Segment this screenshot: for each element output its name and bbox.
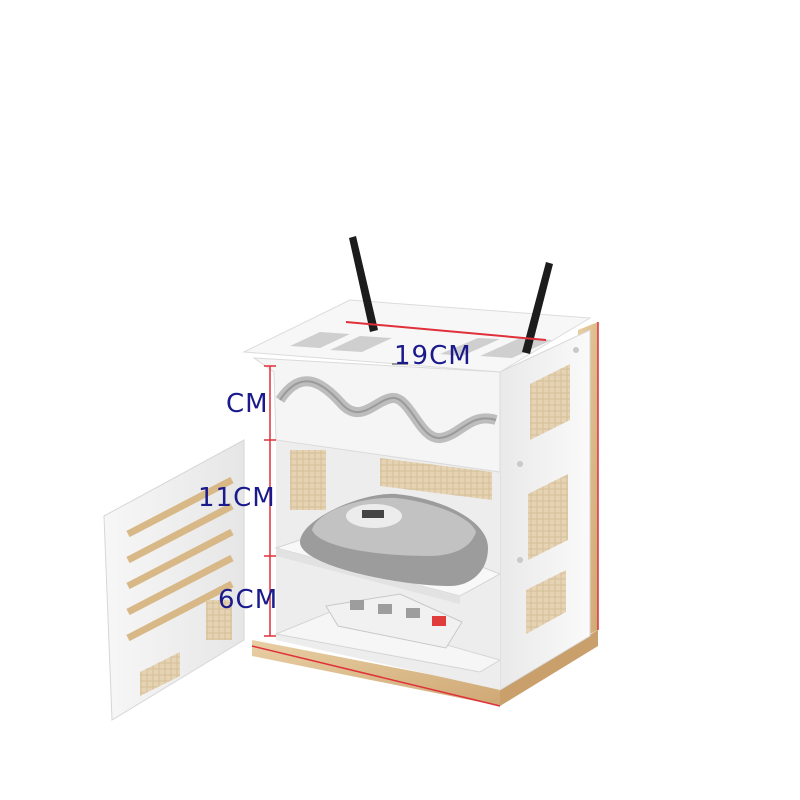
middle-height-label: 11CM — [198, 483, 276, 513]
dimension-lines — [251, 321, 599, 707]
bottom-height-label: 6CM — [218, 585, 278, 615]
top-height-label: CM — [226, 389, 269, 419]
top-surface — [242, 299, 592, 373]
power-strip — [325, 593, 463, 649]
bottom-shelf — [274, 611, 502, 673]
router-antennas — [349, 236, 553, 354]
router — [300, 493, 488, 586]
drawer-front — [252, 357, 501, 473]
right-side-panel — [499, 329, 591, 691]
width-label: 19CM — [394, 341, 472, 371]
wood-base — [252, 630, 598, 706]
open-door — [103, 439, 245, 721]
